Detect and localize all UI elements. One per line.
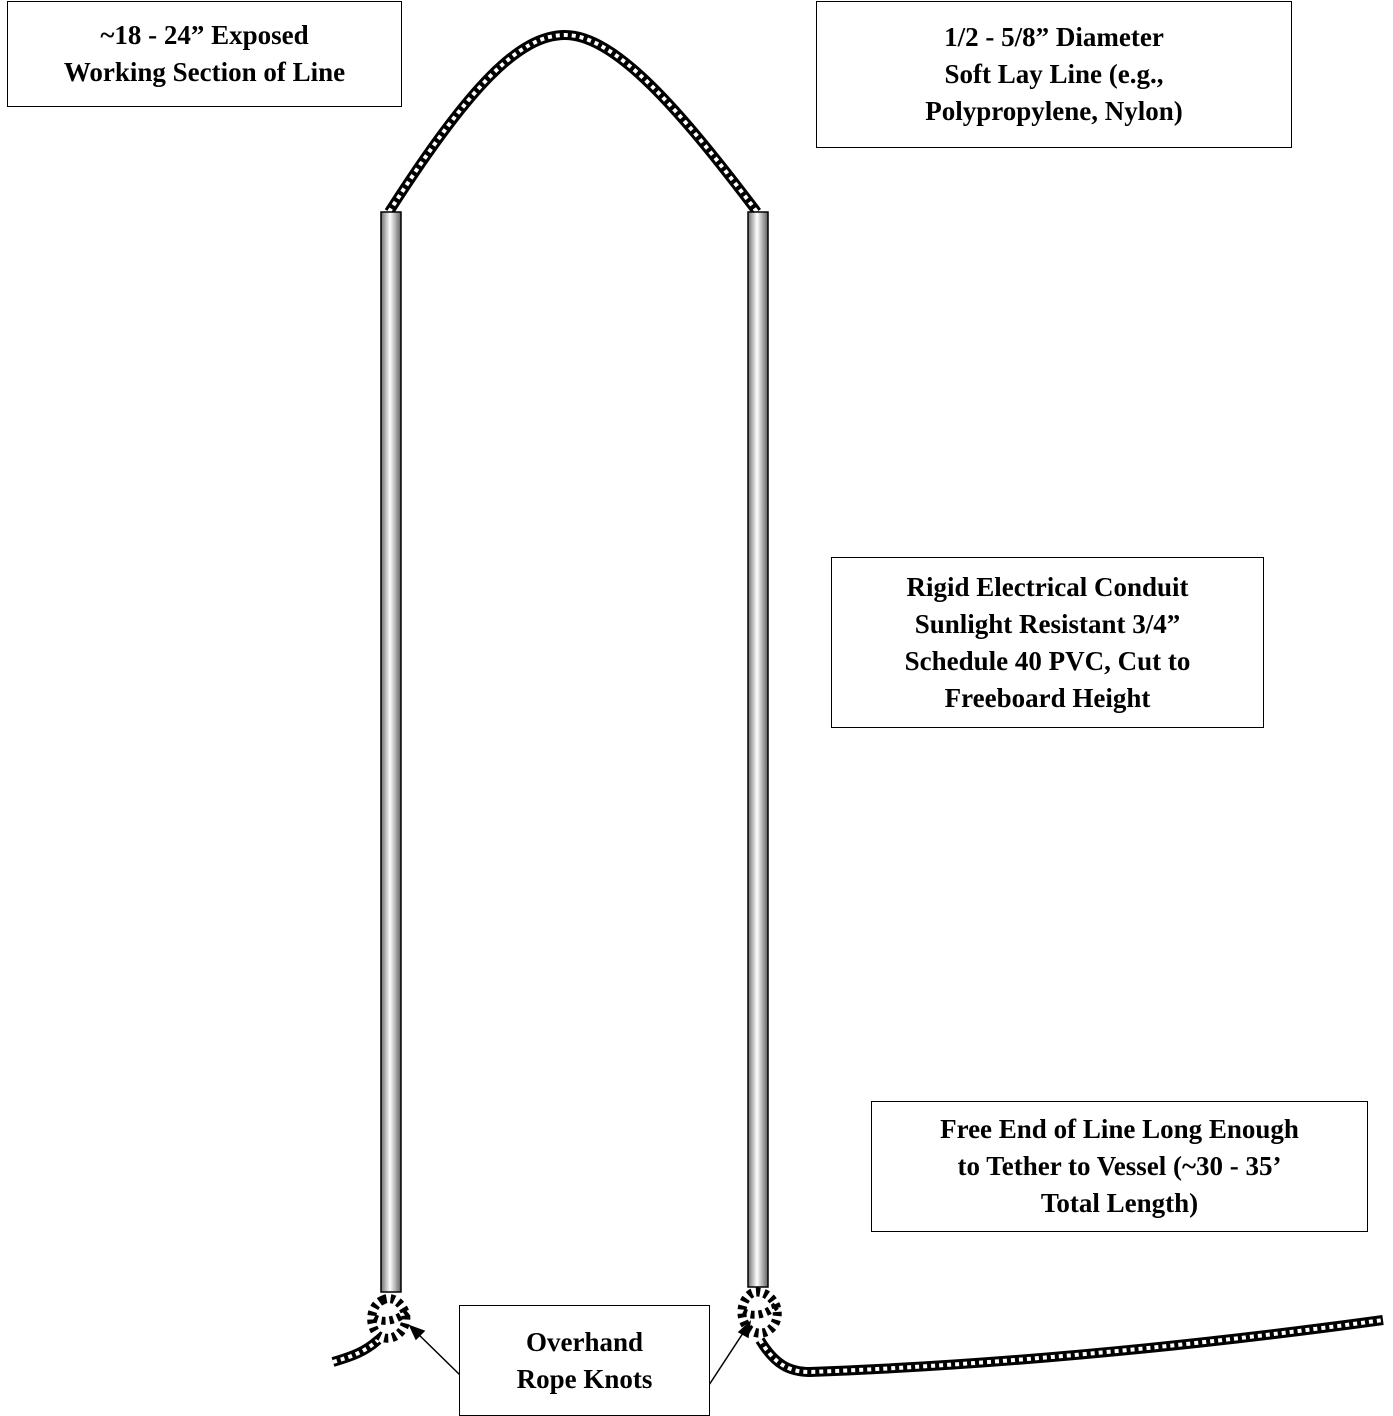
knots-line-2: Rope Knots — [516, 1363, 653, 1394]
rope-line — [331, 29, 1384, 1378]
line-spec-label: 1/2 - 5/8” Diameter Soft Lay Line (e.g.,… — [816, 1, 1292, 148]
rope-top-loop — [384, 29, 761, 216]
line-spec-line-3: Polypropylene, Nylon) — [925, 96, 1183, 126]
conduit-pipe-left — [380, 211, 402, 1293]
rope-pattern — [332, 1338, 380, 1364]
conduit-spec-line-1: Rigid Electrical Conduit — [906, 571, 1189, 602]
rope-pattern — [387, 32, 759, 214]
knot-arrows — [408, 1320, 752, 1386]
conduit-pipe-right — [747, 211, 769, 1288]
exposed-section-label: ~18 - 24” Exposed Working Section of Lin… — [7, 1, 402, 107]
free-end-line-1: Free End of Line Long Enough — [940, 1114, 1299, 1144]
exposed-section-line-1: ~18 - 24” Exposed — [100, 20, 309, 50]
rope-pattern — [758, 1318, 1384, 1375]
line-spec-line-2: Soft Lay Line (e.g., — [944, 59, 1164, 89]
free-end-label: Free End of Line Long Enough to Tether t… — [871, 1101, 1368, 1232]
conduit-spec-label: Rigid Electrical Conduit Sunlight Resist… — [831, 557, 1264, 728]
knot-right — [737, 1287, 782, 1338]
free-end-line-3: Total Length) — [1040, 1188, 1199, 1218]
knots-label: Overhand Rope Knots — [459, 1305, 710, 1416]
free-end-line-2: to Tether to Vessel (~30 - 35’ — [957, 1151, 1282, 1181]
line-spec-line-1: 1/2 - 5/8” Diameter — [944, 22, 1164, 52]
knot-left — [367, 1294, 412, 1343]
conduit-spec-line-4: Freeboard Height — [944, 682, 1151, 713]
exposed-section-line-2: Working Section of Line — [63, 57, 346, 87]
knots-line-1: Overhand — [525, 1326, 644, 1357]
rope-free-end — [755, 1315, 1384, 1378]
conduit-spec-line-3: Schedule 40 PVC, Cut to — [904, 645, 1191, 676]
conduit-spec-line-2: Sunlight Resistant 3/4” — [914, 608, 1181, 639]
